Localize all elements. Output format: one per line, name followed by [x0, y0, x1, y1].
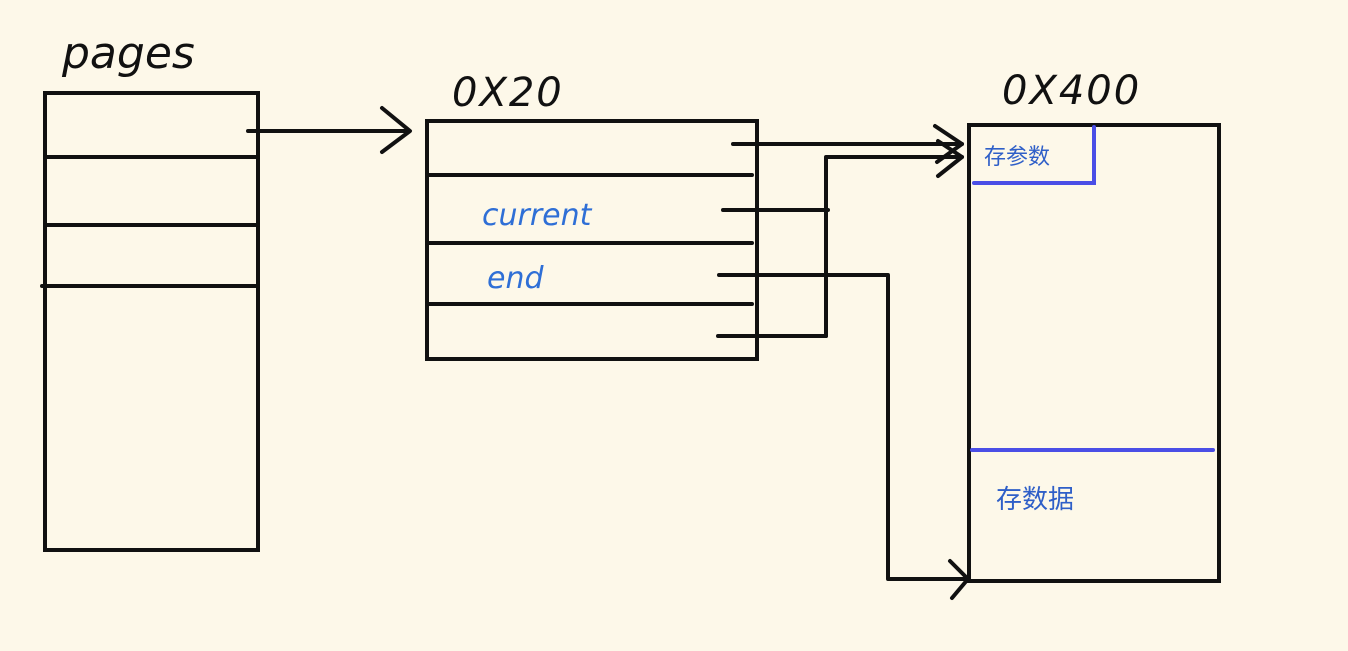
struct-pointer-arrows	[716, 124, 970, 600]
page-struct-box	[425, 119, 759, 361]
pages-array-box	[43, 91, 260, 552]
end-pointer-arrow-head	[948, 559, 970, 600]
data-region-label: 存数据	[996, 485, 1074, 515]
pages-label: pages	[61, 28, 195, 79]
current-field-label: current	[482, 198, 593, 233]
merged-pointer-line	[824, 155, 964, 338]
pages-to-struct-arrow	[246, 106, 412, 154]
merged-pointer-arrow-head	[936, 139, 964, 178]
end-pointer-line	[717, 273, 966, 581]
end-field-label: end	[487, 261, 544, 296]
arrow-head	[380, 106, 412, 154]
page-struct	[425, 119, 759, 361]
block-address-label: 0X400	[1002, 68, 1141, 114]
params-region-label: 存参数	[984, 145, 1050, 170]
memory-block	[967, 123, 1221, 583]
params-region-border	[972, 125, 1096, 185]
page-struct-address-label: 0X20	[452, 70, 564, 116]
pages-array	[40, 91, 260, 552]
